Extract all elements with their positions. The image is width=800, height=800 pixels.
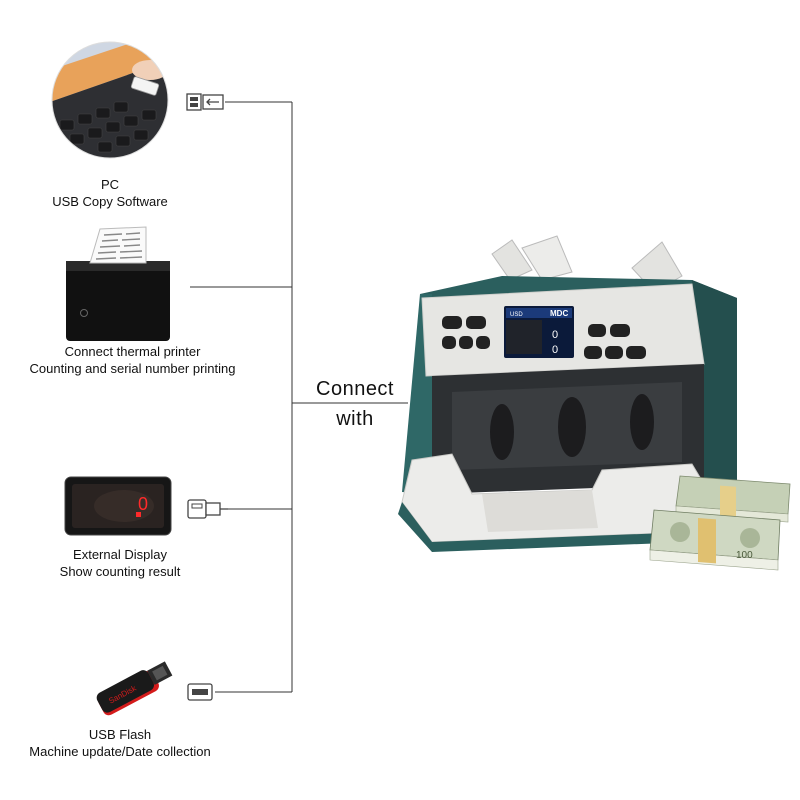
hopper-guide-left [491,239,533,281]
device-name: PC [100,177,120,192]
right-button-group [584,324,646,359]
device-caption-usb-flash: USB Flash Machine update/Date collection [10,726,230,760]
external-display-icon: 0 [64,476,172,536]
device-name: External Display [73,547,167,562]
device-name: USB Flash [88,727,152,742]
screen-amount: 0 [552,344,558,356]
rj-connector-icon [187,499,228,519]
usb-a-port-icon [186,93,224,111]
laptop-usb-icon [51,41,169,159]
usb-port-icon [187,683,213,701]
connect-line-1: Connect [316,378,394,400]
device-detail: Counting and serial number printing [29,361,236,376]
display-digit: 0 [138,494,148,514]
usb-flash-drive-icon: SanDisk [96,661,173,716]
screen-currency: USD [510,312,523,318]
screen-brand: MDC [550,309,568,318]
device-caption-pc: PC USB Copy Software [30,176,190,210]
banknote-stacks: 100 [649,475,791,571]
connect-with-label: Connect with [300,374,410,434]
connect-line-2: with [336,408,374,430]
device-name: Connect thermal printer [64,344,201,359]
device-detail: Machine update/Date collection [29,744,211,759]
device-detail: USB Copy Software [52,194,168,209]
device-caption-printer: Connect thermal printer Counting and ser… [10,343,255,377]
device-detail: Show counting result [59,564,181,579]
svg-text:100: 100 [736,550,753,561]
screen-count: 0 [552,329,558,341]
money-counter-machine: USD MDC 0 0 [398,235,737,552]
hopper-guide-center [521,235,573,281]
device-caption-display: External Display Show counting result [30,546,210,580]
thermal-printer-icon [66,226,170,341]
left-button-group [442,316,490,349]
